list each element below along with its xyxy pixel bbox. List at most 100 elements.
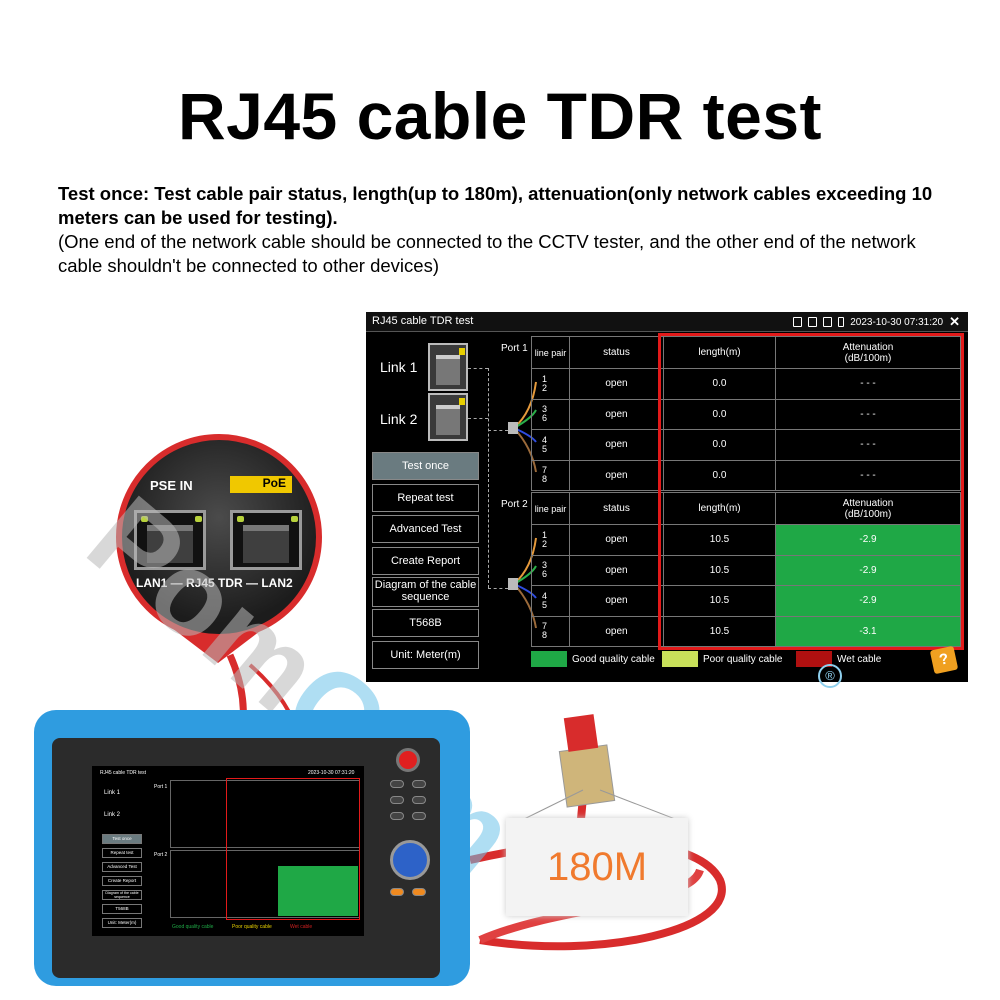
length-cell: 0.0 [663, 429, 776, 461]
mini-port2: Port 2 [154, 852, 168, 858]
status-cell: open [569, 429, 664, 461]
lan2-jack [230, 510, 302, 570]
legend-poor-label: Poor quality cable [703, 653, 783, 665]
mini-good-cells [278, 866, 358, 916]
mini-btn: T568B [102, 904, 142, 914]
screen-titlebar: RJ45 cable TDR test 2023-10-30 07:31:20 … [366, 312, 968, 332]
port1-label: Port 1 [501, 343, 528, 354]
status-cell: open [569, 459, 664, 491]
mini-btn: Advanced Test [102, 862, 142, 872]
device-key[interactable] [390, 796, 404, 804]
device-key[interactable] [412, 796, 426, 804]
attenuation-cell: - - - [775, 459, 961, 491]
device-key[interactable] [412, 780, 426, 788]
legend-wet: Wet cable [796, 651, 881, 667]
port1-header-row: line pair status length(m) Attenuation(d… [531, 336, 961, 369]
mini-btn: Repeat test [102, 848, 142, 858]
test-once-button[interactable]: Test once [372, 452, 479, 480]
link1-label: Link 1 [380, 359, 418, 375]
lan1-jack [134, 510, 206, 570]
length-cell: 10.5 [663, 615, 776, 647]
cable-length-label: 180M [506, 818, 688, 916]
status-cell: open [569, 554, 664, 586]
link1-port-icon [428, 343, 468, 391]
dpad[interactable] [390, 840, 430, 880]
length-cell: 0.0 [663, 459, 776, 491]
device-key[interactable] [412, 888, 426, 896]
repeat-test-button[interactable]: Repeat test [372, 484, 479, 512]
port1-table: line pair status length(m) Attenuation(d… [531, 336, 961, 491]
sd-card-icon [793, 317, 803, 327]
description: Test once: Test cable pair status, lengt… [58, 182, 958, 278]
attenuation-cell: -2.9 [775, 585, 961, 617]
mini-btn: Test once [102, 834, 142, 844]
mini-legend: Wet cable [290, 924, 313, 930]
help-icon[interactable]: ? [929, 645, 959, 675]
port2-table: line pair status length(m) Attenuation(d… [531, 492, 961, 647]
mini-link1: Link 1 [104, 790, 121, 796]
attenuation-cell: - - - [775, 429, 961, 461]
legend-poor: Poor quality cable [662, 651, 783, 667]
attenuation-cell: -2.9 [775, 524, 961, 556]
registered-icon: ® [818, 664, 842, 688]
cable-diagram-button[interactable]: Diagram of the cable sequence [372, 577, 479, 607]
length-cell: 10.5 [663, 585, 776, 617]
page-headline: RJ45 cable TDR test [177, 79, 823, 153]
length-cell: 0.0 [663, 368, 776, 400]
legend-wet-label: Wet cable [837, 653, 882, 665]
mini-btn: Create Report [102, 876, 142, 886]
screen-title: RJ45 cable TDR test [372, 315, 474, 327]
col-line-pair: line pair [531, 336, 570, 369]
col-status: status [569, 492, 664, 525]
link1-dashline [468, 368, 488, 369]
attenuation-title: Attenuation [842, 497, 894, 509]
mute-icon [808, 317, 818, 327]
power-button[interactable] [396, 748, 420, 772]
link-dash-vertical [488, 368, 489, 588]
close-icon[interactable]: ✕ [949, 314, 960, 329]
wet-swatch [796, 651, 832, 667]
link2-port-icon [428, 393, 468, 441]
col-status: status [569, 336, 664, 369]
battery-icon [838, 317, 845, 327]
unit-button[interactable]: Unit: Meter(m) [372, 641, 479, 669]
attenuation-cell: - - - [775, 368, 961, 400]
status-cell: open [569, 615, 664, 647]
port1-dashline [488, 430, 508, 431]
col-attenuation: Attenuation(dB/100m) [775, 336, 961, 369]
device-key[interactable] [390, 812, 404, 820]
attenuation-title: Attenuation [842, 341, 894, 353]
status-bar: 2023-10-30 07:31:20 ✕ [793, 314, 960, 330]
col-line-pair: line pair [531, 492, 570, 525]
device-key[interactable] [390, 780, 404, 788]
description-note: (One end of the network cable should be … [58, 231, 916, 276]
attenuation-cell: - - - [775, 398, 961, 430]
attenuation-unit: (dB/100m) [844, 352, 892, 364]
col-attenuation: Attenuation(dB/100m) [775, 492, 961, 525]
length-cell: 10.5 [663, 524, 776, 556]
status-cell: open [569, 398, 664, 430]
link2-label: Link 2 [380, 411, 418, 427]
no-signal-icon [823, 317, 833, 327]
advanced-test-button[interactable]: Advanced Test [372, 515, 479, 543]
length-cell: 10.5 [663, 554, 776, 586]
pse-in-label: PSE IN [150, 478, 193, 493]
port2-header-row: line pair status length(m) Attenuation(d… [531, 492, 961, 525]
device-key[interactable] [390, 888, 404, 896]
status-cell: open [569, 585, 664, 617]
t568b-button[interactable]: T568B [372, 609, 479, 637]
attenuation-unit: (dB/100m) [844, 508, 892, 520]
create-report-button[interactable]: Create Report [372, 547, 479, 575]
device-key[interactable] [412, 812, 426, 820]
datetime: 2023-10-30 07:31:20 [850, 316, 944, 328]
